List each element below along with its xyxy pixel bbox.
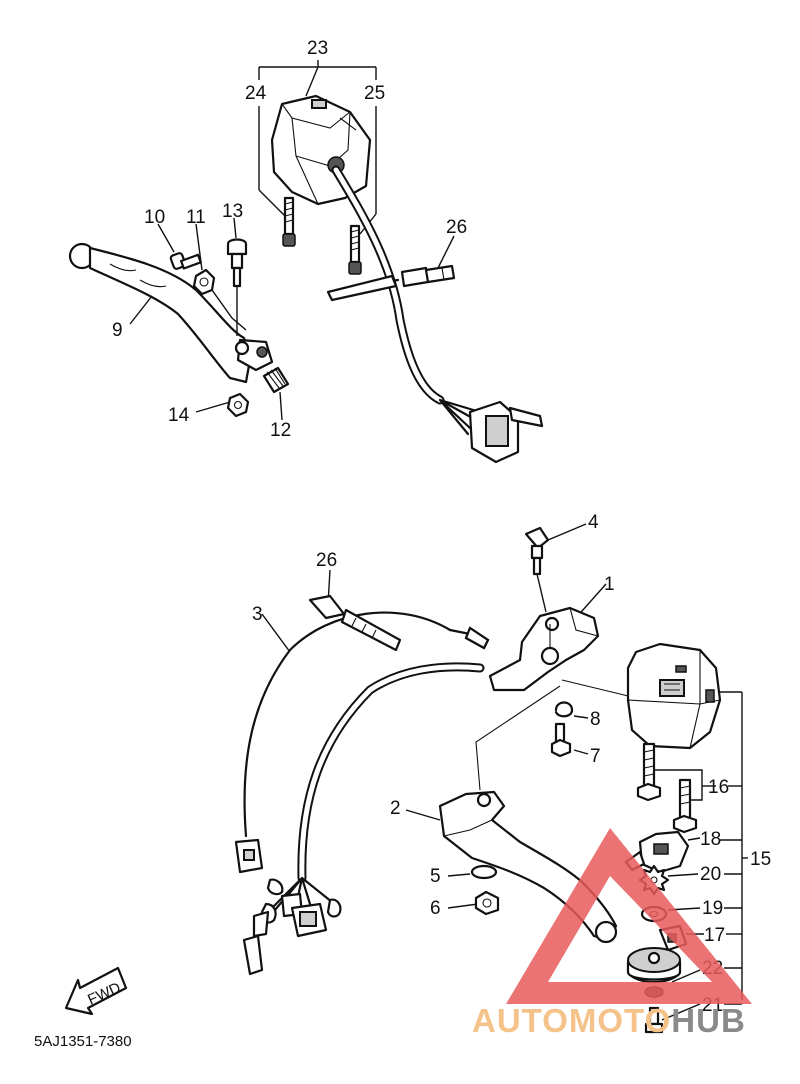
label-13: 13 <box>222 201 243 222</box>
label-8: 8 <box>590 709 601 730</box>
watermark-text-part2: HUB <box>671 1002 746 1039</box>
washer-5 <box>447 864 498 880</box>
circlip-8 <box>554 701 589 719</box>
label-10: 10 <box>144 207 165 228</box>
lever-holder-1 <box>488 583 607 692</box>
screw-16b <box>672 778 698 834</box>
screw-24 <box>258 106 296 247</box>
label-23: 23 <box>307 38 328 59</box>
watermark-text: AUTOMOTOHUB <box>472 1002 746 1039</box>
label-15: 15 <box>750 849 771 870</box>
label-7: 7 <box>590 746 601 767</box>
label-24: 24 <box>245 83 267 104</box>
clamp-26-upper <box>400 235 456 288</box>
watermark-triangle-icon <box>506 828 752 1004</box>
label-17: 17 <box>704 925 725 946</box>
label-1: 1 <box>604 574 615 595</box>
nut-14 <box>195 392 250 418</box>
alignment-line <box>561 679 629 697</box>
label-18: 18 <box>700 829 721 850</box>
bolt-4 <box>524 523 587 613</box>
alignment-line-2 <box>475 685 561 791</box>
screw-21 <box>644 1003 701 1034</box>
knob-22 <box>626 947 701 984</box>
label-9: 9 <box>112 320 123 341</box>
label-14: 14 <box>168 405 190 426</box>
nut-6 <box>447 890 500 916</box>
lower-wire-harness <box>242 662 485 976</box>
leader-9 <box>129 295 153 325</box>
bolt-10 <box>157 223 202 270</box>
screw-16a <box>636 742 662 802</box>
throttle-cable-3 <box>234 611 490 874</box>
nut-11 <box>192 223 247 331</box>
label-11: 11 <box>186 207 206 228</box>
upper-wire-harness <box>326 165 544 464</box>
watermark-text-part1: AUTOMOTO <box>472 1002 671 1039</box>
clutch-lever-9 <box>68 242 274 384</box>
spring-12 <box>262 366 290 421</box>
leader-16 <box>654 769 716 801</box>
fwd-arrow: FWD <box>64 966 128 1016</box>
label-2: 2 <box>390 798 401 819</box>
bracket-23 <box>258 60 377 97</box>
label-5: 5 <box>430 866 441 887</box>
right-switch-housing-15 <box>626 642 722 750</box>
bracket-15 <box>720 691 748 1000</box>
watermark-logo <box>506 828 752 1004</box>
label-25: 25 <box>364 83 385 104</box>
label-26-lower: 26 <box>316 550 337 571</box>
label-19: 19 <box>702 898 723 919</box>
bolt-7 <box>550 722 589 758</box>
label-20: 20 <box>700 864 721 885</box>
label-6: 6 <box>430 898 441 919</box>
drawing-code: 5AJ1351-7380 <box>34 1033 132 1050</box>
label-16: 16 <box>708 777 729 798</box>
left-switch-housing <box>270 94 372 206</box>
label-12: 12 <box>270 420 291 441</box>
bolt-13 <box>226 217 248 336</box>
label-3: 3 <box>252 604 263 625</box>
label-4: 4 <box>588 512 599 533</box>
clamp-26-lower <box>308 569 402 652</box>
label-26-upper: 26 <box>446 217 467 238</box>
